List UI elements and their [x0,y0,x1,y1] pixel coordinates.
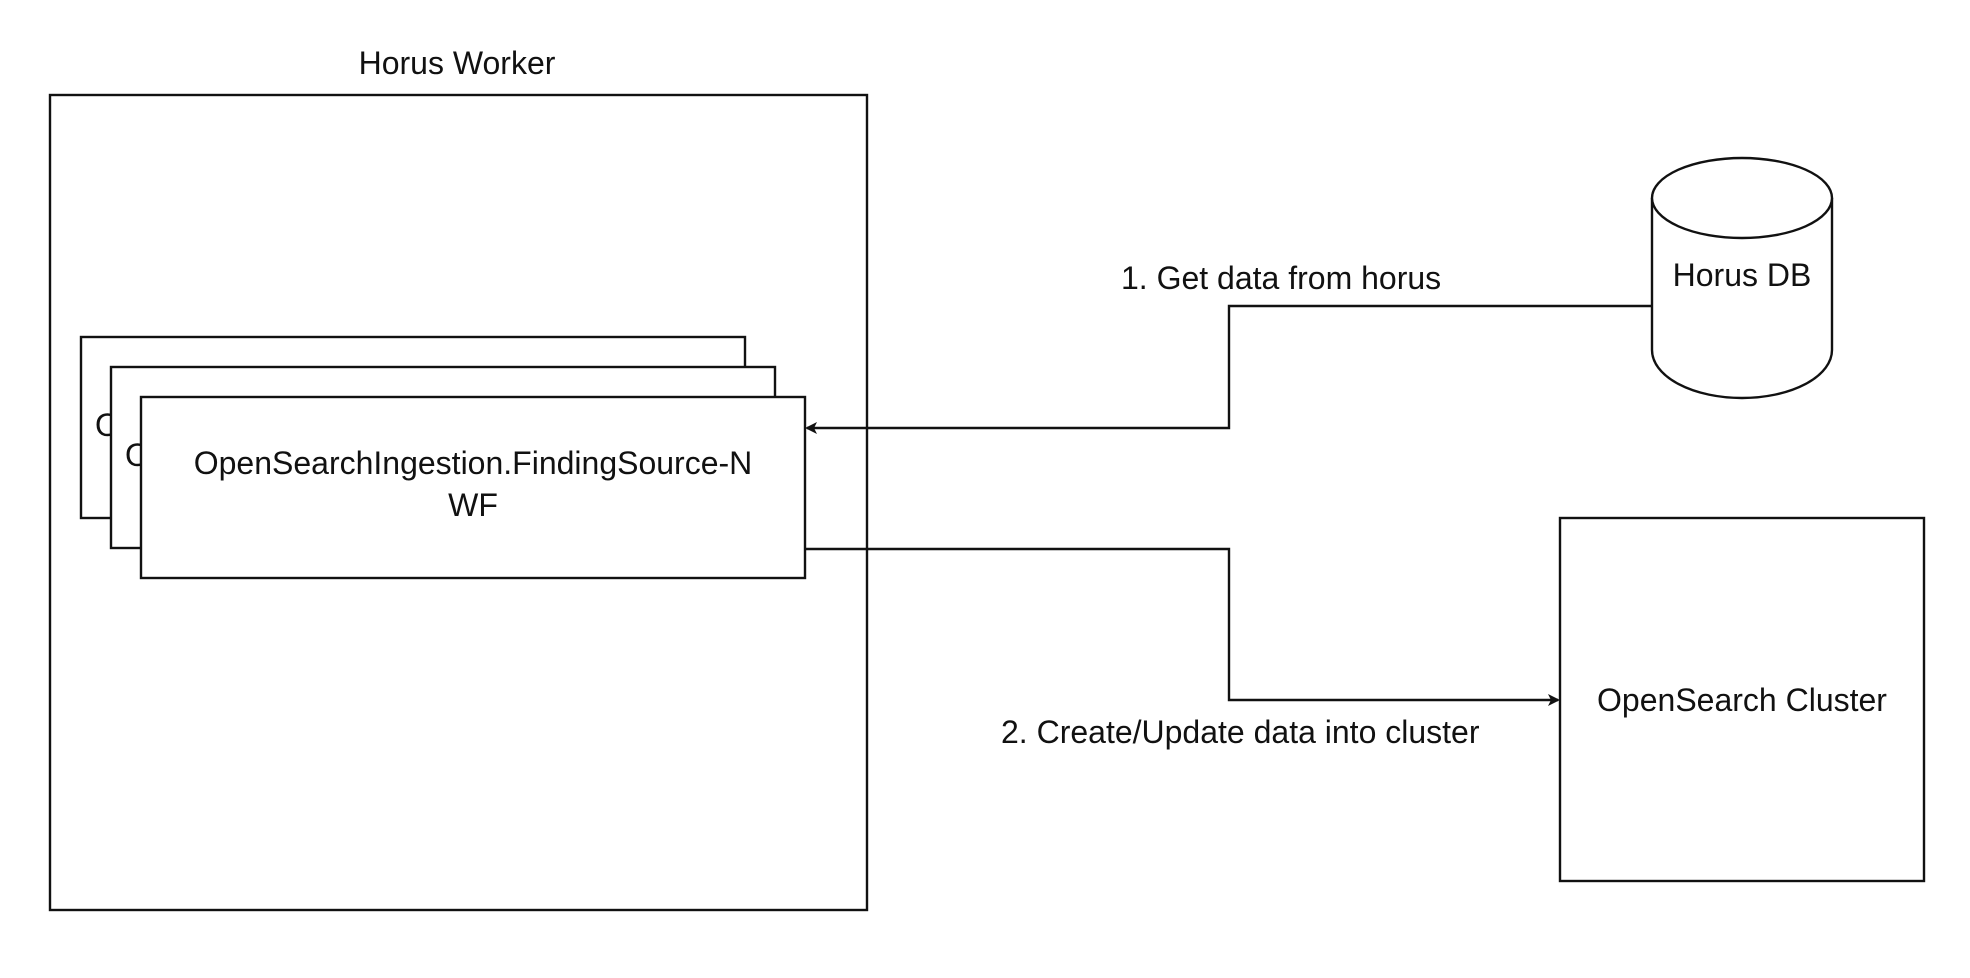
cluster-label: OpenSearch Cluster [1597,682,1887,718]
workflow-label-line2: WF [448,487,498,523]
edge-create-update-label: 2. Create/Update data into cluster [1001,714,1480,750]
edge-create-update [805,547,1560,706]
workflow-label-line1: OpenSearchIngestion.FindingSource-N [194,445,753,481]
edge-get-data-label: 1. Get data from horus [1121,260,1441,296]
edge-get-data [805,304,1652,434]
database-cylinder[interactable] [1650,156,1834,400]
opensearch-cluster-box[interactable] [1558,516,1926,883]
container-title: Horus Worker [359,45,556,81]
database-cylinder-top [1650,156,1834,240]
database-label: Horus DB [1673,257,1812,293]
workflow-card-front[interactable] [139,395,807,580]
database-cylinder-body [1650,198,1834,400]
